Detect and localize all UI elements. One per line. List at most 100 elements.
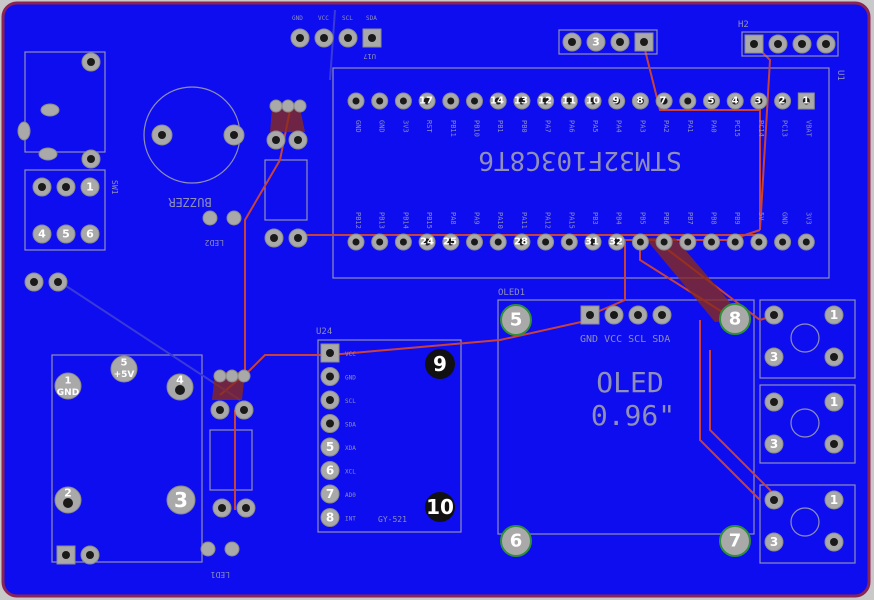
mcu-top-silk: PC13	[781, 120, 789, 137]
mcu-bottom-silk: PA12	[544, 212, 552, 229]
button-pad	[764, 347, 784, 367]
gy521-label: GY-521	[378, 515, 407, 524]
mcu-top-pin-label: 3	[755, 96, 762, 107]
gy521-pin-num: 8	[326, 511, 334, 525]
mcu-bottom-silk: PB12	[354, 212, 362, 229]
button-pad	[824, 490, 844, 510]
oled-title: OLED	[596, 366, 663, 399]
oled-pins: GND VCC SCL SDA	[580, 334, 670, 345]
h2-designator: H2	[738, 20, 749, 30]
oled-subtitle: 0.96"	[591, 399, 675, 432]
gy521-hole	[326, 349, 334, 357]
power-5v-label: +5V	[114, 370, 135, 380]
mcu-top-hole	[399, 97, 407, 105]
mcu-bottom-hole	[399, 238, 407, 246]
mcu-bottom-hole	[494, 238, 502, 246]
button-pin-label: 1	[830, 395, 838, 409]
mcu-bottom-hole	[684, 238, 692, 246]
gy521-pin-num: 5	[326, 440, 334, 454]
mcu-bottom-silk: PB13	[378, 212, 386, 229]
mcu-bottom-silk: PB14	[401, 212, 409, 229]
u17-header: GND VCC SCL SDA U17	[290, 15, 382, 60]
gy521-pad	[320, 437, 340, 457]
mcu-top-silk: PB10	[473, 120, 481, 137]
mcu-top-silk: PB0	[520, 120, 528, 133]
button-pin-label: 3	[770, 535, 778, 549]
mcu-bottom-hole	[352, 238, 360, 246]
gy521-designator: U24	[316, 327, 332, 337]
mcu-top-silk: PA2	[662, 120, 670, 133]
oled-mount-5: 5	[510, 310, 523, 331]
mcu-top-silk: GND	[354, 120, 362, 133]
button-pad	[764, 434, 784, 454]
power-gnd-label: GND	[57, 388, 79, 398]
mcu-bottom-silk: PB4	[615, 212, 623, 225]
mcu-top-silk: PA6	[567, 120, 575, 133]
mcu-top-pin-label: 5	[708, 96, 715, 107]
mcu-top-hole	[708, 97, 715, 105]
button-hole	[770, 311, 778, 319]
mcu-bottom-hole	[755, 238, 763, 246]
mcu-top-hole	[779, 97, 787, 105]
mcu-bottom-hole	[660, 238, 668, 246]
gy521-hole	[326, 419, 334, 428]
mcu-top-silk: PA5	[591, 120, 599, 133]
mcu-top-pin-label: 10	[586, 96, 600, 107]
power-pin-4: 4	[176, 374, 184, 387]
sw1-pin-5: 5	[62, 228, 70, 241]
button-pad	[824, 305, 844, 325]
u17-designator: U17	[363, 52, 376, 60]
mcu-top-silk: PA1	[686, 120, 694, 133]
mcu-bottom-pin-label: 32	[609, 237, 623, 248]
mcu-top-hole	[494, 97, 502, 105]
header-3: 3	[558, 29, 658, 55]
gy521-pad	[320, 508, 340, 527]
mcu-top-pin-label: 4	[732, 96, 739, 107]
mcu-top-hole	[376, 97, 384, 105]
mcu-bottom-silk: PB5	[638, 212, 646, 225]
mcu-bottom-silk: 3V3	[804, 212, 812, 225]
regulators	[210, 99, 308, 518]
leds: LED2 LED1	[200, 210, 242, 579]
gy521-pad	[320, 461, 340, 480]
oled-mount-8: 8	[729, 309, 742, 330]
mcu-bottom-pin-label: 28	[514, 237, 528, 248]
sw1-pin-6: 6	[86, 228, 94, 241]
mcu-bottom-silk: PB3	[591, 212, 599, 225]
mcu-top-pin-label: 13	[514, 96, 528, 107]
mcu-top-hole	[684, 97, 692, 105]
led2-label: LED2	[205, 238, 224, 247]
button-pad	[824, 392, 844, 412]
mcu-designator: U1	[835, 70, 845, 81]
mcu-top-silk: PB11	[449, 120, 457, 137]
mcu-bottom-silk: 5V	[757, 212, 765, 221]
mcu-top-hole	[565, 97, 573, 105]
button-pin-label: 3	[770, 437, 778, 451]
oled-mount-holes: 5 6 7 8	[500, 303, 751, 557]
u17-pin-gnd: GND	[292, 15, 303, 22]
mcu-top-pin-label: 17	[419, 96, 433, 107]
button-pin-label: 1	[830, 308, 838, 322]
mcu-top-pin-label: 11	[562, 96, 576, 107]
oled-designator: OLED1	[498, 288, 525, 298]
mcu-bottom-silk: GND	[781, 212, 789, 225]
mcu-bottom-hole	[565, 238, 573, 246]
mcu-top-pin-label: 7	[660, 96, 667, 107]
mcu-bottom-pin-label: 25	[443, 237, 457, 248]
sw1: 1 4 5 6 SW1	[17, 52, 119, 292]
mcu-bottom-hole	[731, 238, 739, 246]
mcu-top-pin-label: 1	[803, 96, 810, 107]
mcu-top-hole	[613, 97, 621, 105]
mcu-bottom-silk: PA8	[449, 212, 457, 225]
power-pin-2: 2	[64, 487, 72, 500]
mcu-top-hole	[352, 97, 360, 105]
mcu-bottom-hole	[423, 238, 431, 246]
mcu-bottom-hole	[589, 238, 597, 246]
sw1-pin-1: 1	[86, 181, 94, 194]
gy521-pin-label: SDA	[345, 422, 356, 429]
u17-pin-scl: SCL	[342, 15, 353, 22]
gy521-pin-label: XDA	[345, 445, 356, 452]
